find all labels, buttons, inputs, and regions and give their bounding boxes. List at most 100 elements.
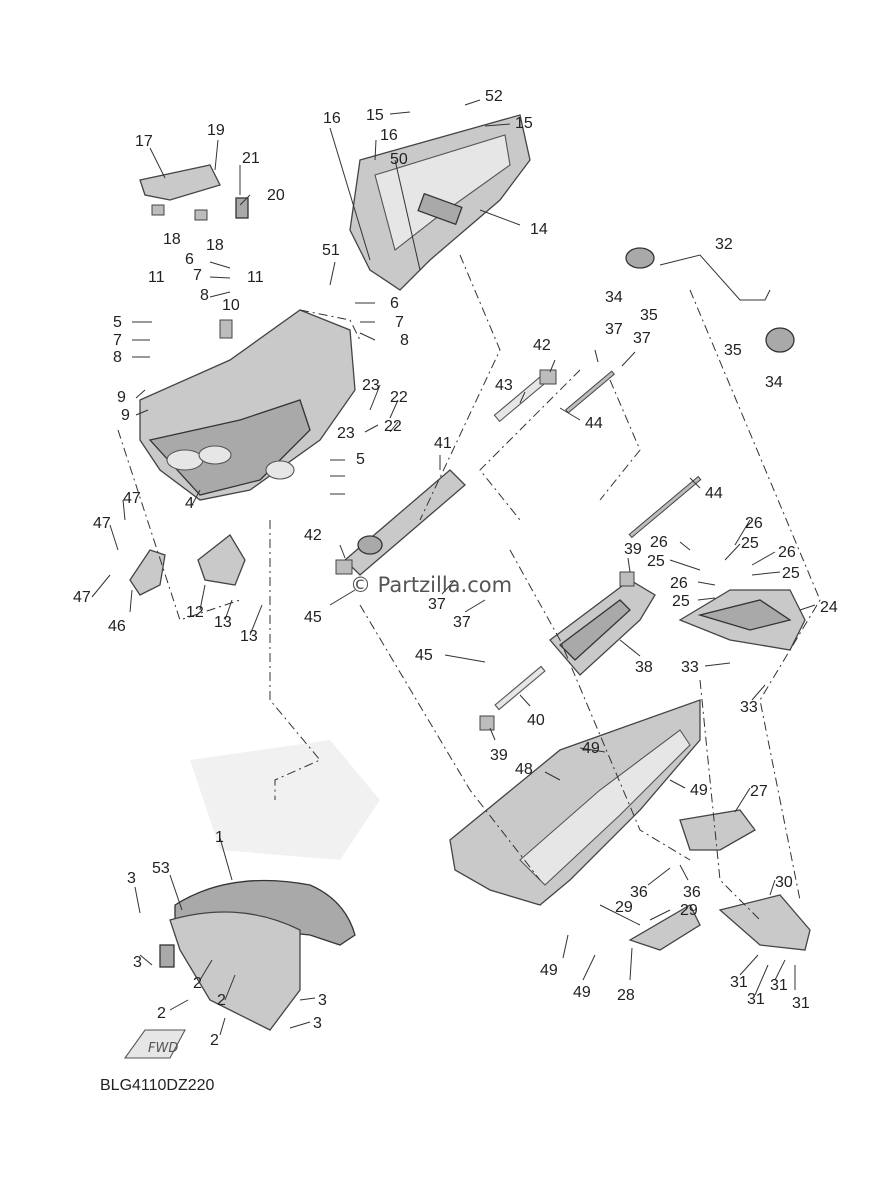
- rear-cover-part-38: [549, 579, 656, 676]
- callout-9: 9: [117, 389, 126, 406]
- callout-15: 15: [366, 107, 384, 124]
- callout-43: 43: [495, 377, 513, 394]
- callout-44: 44: [705, 485, 723, 502]
- callout-52: 52: [485, 88, 503, 105]
- callout-47: 47: [93, 515, 111, 532]
- rod-part-40: [494, 665, 546, 711]
- inner-fender-part-48: [449, 699, 701, 906]
- callout-38: 38: [635, 659, 653, 676]
- callout-49: 49: [540, 962, 558, 979]
- bracket-part-32: [659, 254, 771, 301]
- callout-37: 37: [428, 596, 446, 613]
- callout-25: 25: [782, 565, 800, 582]
- callout-42: 42: [533, 337, 551, 354]
- callout-51: 51: [322, 242, 340, 259]
- callout-5: 5: [113, 314, 122, 331]
- callout-25: 25: [741, 535, 759, 552]
- assembly-lines: [117, 254, 821, 921]
- bracket-part-20: [235, 197, 249, 219]
- callout-16: 16: [323, 110, 341, 127]
- callout-39: 39: [624, 541, 642, 558]
- callout-34: 34: [605, 289, 623, 306]
- bracket-part-27: [679, 809, 756, 851]
- rear-frame-part-14: [349, 114, 531, 291]
- callout-36: 36: [630, 884, 648, 901]
- bracket-part-30: [718, 894, 811, 951]
- ghost-outline-fender: [190, 740, 380, 860]
- callout-29: 29: [680, 902, 698, 919]
- bushing-part-39b: [479, 715, 495, 731]
- callout-26: 26: [670, 575, 688, 592]
- callout-7: 7: [395, 314, 404, 331]
- callout-14: 14: [530, 221, 548, 238]
- plate-part-17: [139, 164, 221, 201]
- callout-26: 26: [778, 544, 796, 561]
- callout-45: 45: [415, 647, 433, 664]
- tail-part-24: [678, 589, 806, 651]
- callout-2: 2: [217, 992, 226, 1009]
- callout-34: 34: [765, 374, 783, 391]
- callout-22: 22: [384, 418, 402, 435]
- callout-49: 49: [573, 984, 591, 1001]
- callout-42: 42: [304, 527, 322, 544]
- callout-1: 1: [215, 829, 224, 846]
- callout-17: 17: [135, 133, 153, 150]
- callout-33: 33: [740, 699, 758, 716]
- callout-39: 39: [490, 747, 508, 764]
- callout-8: 8: [200, 287, 209, 304]
- callout-37: 37: [605, 321, 623, 338]
- main-frame-part-4: [139, 309, 356, 501]
- rod-part-44b: [628, 475, 702, 539]
- front-fender-part-1: [169, 879, 356, 1031]
- callout-7: 7: [193, 267, 202, 284]
- callout-29: 29: [615, 899, 633, 916]
- callout-47: 47: [123, 490, 141, 507]
- callout-8: 8: [113, 349, 122, 366]
- callout-labels: 1 2 2 2 2 2 3 3 3 3 4 5 5 6 6 7 7 7 8 8 …: [73, 88, 838, 1049]
- callout-3: 3: [313, 1015, 322, 1032]
- callout-21: 21: [242, 150, 260, 167]
- fwd-arrow-icon: FWD: [123, 1029, 186, 1059]
- callout-5: 5: [356, 451, 365, 468]
- callout-11: 11: [247, 269, 264, 286]
- callout-31: 31: [770, 977, 788, 994]
- callout-49: 49: [582, 740, 600, 757]
- callout-25: 25: [647, 553, 665, 570]
- callout-18: 18: [163, 231, 181, 248]
- callout-8: 8: [400, 332, 409, 349]
- callout-23: 23: [362, 377, 380, 394]
- callout-13: 13: [214, 614, 232, 631]
- bracket-part-46: [129, 549, 166, 596]
- callout-16: 16: [380, 127, 398, 144]
- callout-35: 35: [724, 342, 742, 359]
- grommet-part-18a: [151, 204, 165, 216]
- callout-28: 28: [617, 987, 635, 1004]
- callout-23: 23: [337, 425, 355, 442]
- bushing-part-39a: [619, 571, 635, 587]
- clip-part-10: [219, 319, 233, 339]
- callout-37: 37: [453, 614, 471, 631]
- callout-20: 20: [267, 187, 285, 204]
- callout-11: 11: [148, 269, 165, 286]
- callout-6: 6: [390, 295, 399, 312]
- fwd-label: FWD: [148, 1041, 178, 1056]
- grommet-part-18b: [194, 209, 208, 221]
- callout-24: 24: [820, 599, 838, 616]
- callout-3: 3: [127, 870, 136, 887]
- callout-2: 2: [157, 1005, 166, 1022]
- callout-22: 22: [390, 389, 408, 406]
- callout-13: 13: [240, 628, 258, 645]
- callout-2: 2: [193, 975, 202, 992]
- callout-35: 35: [640, 307, 658, 324]
- callout-19: 19: [207, 122, 225, 139]
- callout-6: 6: [185, 251, 194, 268]
- leader-lines: [91, 99, 816, 1036]
- callout-46: 46: [108, 618, 126, 635]
- watermark-text: © Partzilla.com: [350, 573, 512, 597]
- callout-9: 9: [121, 407, 130, 424]
- reflector-part-34a: [625, 247, 655, 269]
- callout-10: 10: [222, 297, 240, 314]
- callout-44: 44: [585, 415, 603, 432]
- callout-12: 12: [186, 604, 204, 621]
